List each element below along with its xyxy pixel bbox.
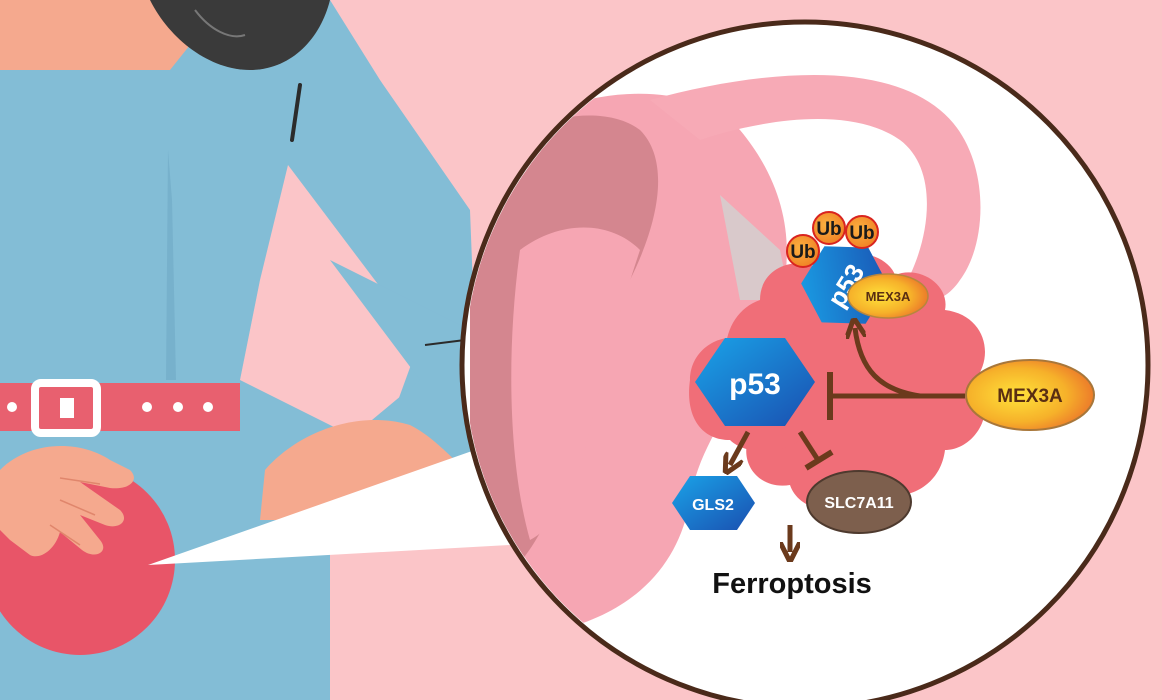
belt-hole [7,402,17,412]
svg-text:SLC7A11: SLC7A11 [824,495,893,512]
shirt-seam [290,83,302,142]
svg-text:MEX3A: MEX3A [997,386,1063,407]
person-illustration [0,0,480,700]
belt-hole [142,402,152,412]
svg-text:Ub: Ub [790,242,815,263]
hair-strand [194,9,246,38]
gls2-node: GLS2 [672,476,755,530]
ferroptosis-label: Ferroptosis [712,568,872,600]
svg-text:Ub: Ub [816,219,841,240]
ub-marker: Ub [812,211,846,245]
belt-buckle [31,379,101,437]
hand-left [0,446,134,557]
mex3a-bound-node: MEX3A [847,273,929,319]
svg-text:MEX3A: MEX3A [866,289,911,304]
svg-text:GLS2: GLS2 [692,497,734,514]
hand-right [260,420,470,520]
finger-line [49,477,101,546]
p53-node: p53 [695,338,815,426]
activation-edge-p53-gls2 [730,430,751,465]
svg-text:Ub: Ub [849,223,874,244]
belt-hole [203,402,213,412]
belt-buckle-pin [60,398,74,418]
arm-gap [240,165,420,450]
belt [0,383,240,431]
shirt-shadow [166,150,176,380]
ubiquitination-arrow [855,328,921,399]
svg-text:p53: p53 [729,368,781,401]
uterus-illustration [470,75,981,631]
arm-line [424,339,466,346]
ub-marker: Ub [786,234,820,268]
belt-hole [173,402,183,412]
inhibition-bar [804,449,834,471]
hair [150,0,330,70]
inhibition-edge-p53-slc7a11 [797,430,821,462]
ub-marker: Ub [845,215,879,249]
mex3a-node: MEX3A [965,359,1095,431]
slc7a11-node: SLC7A11 [806,470,912,534]
